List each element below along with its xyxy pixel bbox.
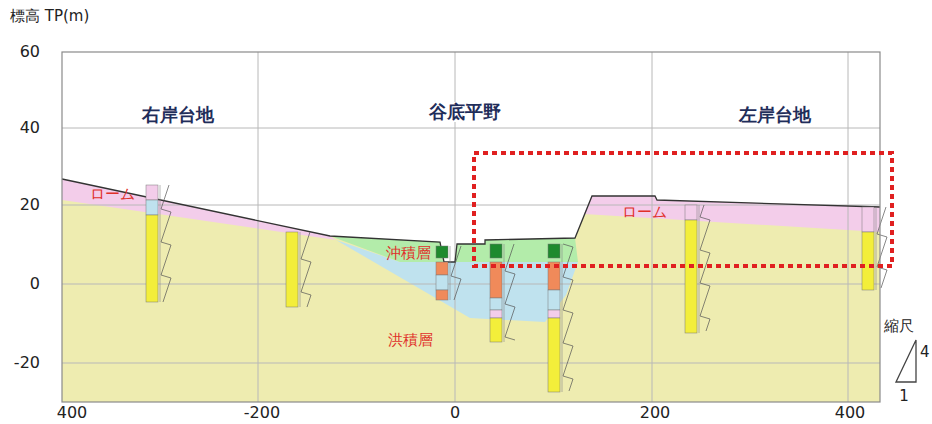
borehole-segment [862, 207, 874, 232]
tick-label: 40 [20, 119, 40, 137]
borehole-segment [490, 318, 502, 342]
borehole [146, 185, 171, 302]
alluvium-upper-layer [330, 236, 578, 262]
borehole-segment [490, 298, 502, 310]
borehole-segment [146, 185, 158, 200]
borehole-segment [685, 205, 697, 220]
layer-label: ローム [622, 204, 667, 221]
region-heading: 谷底平野 [426, 102, 504, 122]
borehole-logs [146, 185, 887, 392]
borehole-segment [548, 244, 560, 258]
borehole-segment [146, 200, 158, 215]
log-trace [301, 232, 311, 307]
loam-layer-left [62, 179, 336, 240]
focus-box [474, 153, 892, 266]
borehole-segment [548, 290, 560, 310]
borehole-segment [436, 246, 448, 258]
log-axis [562, 244, 563, 392]
region-heading: 右岸台地 [139, 105, 217, 125]
borehole-segment [862, 232, 874, 290]
tick-label: 20 [20, 196, 40, 214]
region-heading: 左岸台地 [736, 105, 814, 125]
borehole-segment [286, 232, 298, 307]
log-axis [160, 185, 161, 302]
log-trace [877, 207, 887, 288]
borehole-segment [490, 244, 502, 258]
scale-ratio: 1 [899, 388, 909, 405]
tick-label: 60 [20, 43, 40, 61]
borehole [490, 244, 515, 342]
borehole-segment [490, 310, 502, 318]
scale-label: 縮尺 [884, 318, 914, 335]
log-axis [876, 207, 877, 290]
layer-label: 洪積層 [388, 332, 433, 349]
tick-label: 0 [30, 275, 40, 293]
borehole-segment [436, 275, 448, 290]
borehole [685, 205, 710, 333]
borehole-segment [548, 310, 560, 318]
borehole [436, 246, 461, 300]
borehole-segment [146, 215, 158, 302]
log-axis [300, 232, 301, 307]
borehole-segment [436, 262, 448, 275]
plot-ground [62, 52, 880, 402]
borehole [286, 232, 311, 307]
borehole-segment [685, 220, 697, 333]
borehole [862, 207, 887, 290]
log-trace [451, 246, 461, 300]
tick-label: 200 [640, 404, 671, 422]
tick-label: 400 [835, 404, 866, 422]
tick-label: 0 [450, 404, 460, 422]
tick-label: -20 [14, 354, 40, 372]
grid-lines [62, 52, 880, 402]
ground-surface [62, 179, 880, 262]
plot-frame [62, 52, 880, 402]
scale-triangle [896, 340, 916, 382]
borehole [548, 244, 573, 392]
loam-layer-right [584, 196, 880, 232]
borehole-segment [548, 318, 560, 392]
layer-label: 沖積層 [386, 245, 431, 262]
tick-label: 400 [57, 404, 88, 422]
tick-label: -200 [244, 404, 280, 422]
log-axis [504, 244, 505, 342]
layer-label: ローム [90, 186, 135, 203]
log-axis [450, 246, 451, 300]
log-trace [505, 244, 515, 340]
log-trace [161, 185, 171, 302]
pleistocene-layer [62, 179, 880, 402]
borehole-segment [436, 290, 448, 300]
scale-ratio: 4 [920, 344, 930, 361]
axis-title: 標高 TP(m) [10, 8, 89, 25]
log-axis [699, 205, 700, 333]
